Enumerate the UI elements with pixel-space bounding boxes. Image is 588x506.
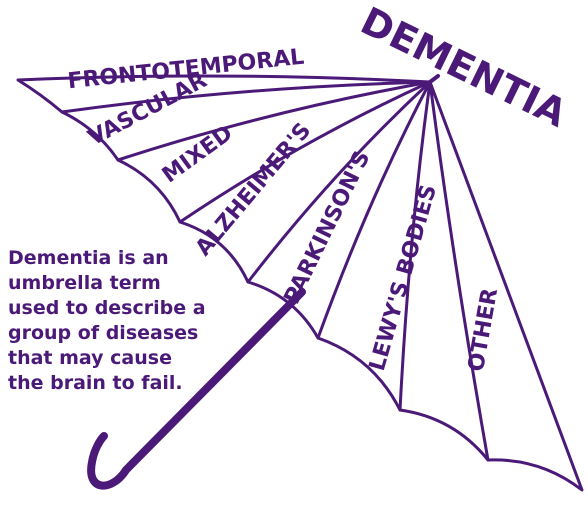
description-line: group of diseases [8, 321, 238, 346]
umbrella-hook-handle [91, 436, 126, 486]
description-line: that may cause [8, 346, 238, 371]
description-line: the brain to fail. [8, 371, 238, 396]
description-line: used to describe a [8, 296, 238, 321]
description-line: Dementia is an [8, 246, 238, 271]
umbrella-description: Dementia is an umbrella term used to des… [8, 246, 238, 396]
description-line: umbrella term [8, 271, 238, 296]
